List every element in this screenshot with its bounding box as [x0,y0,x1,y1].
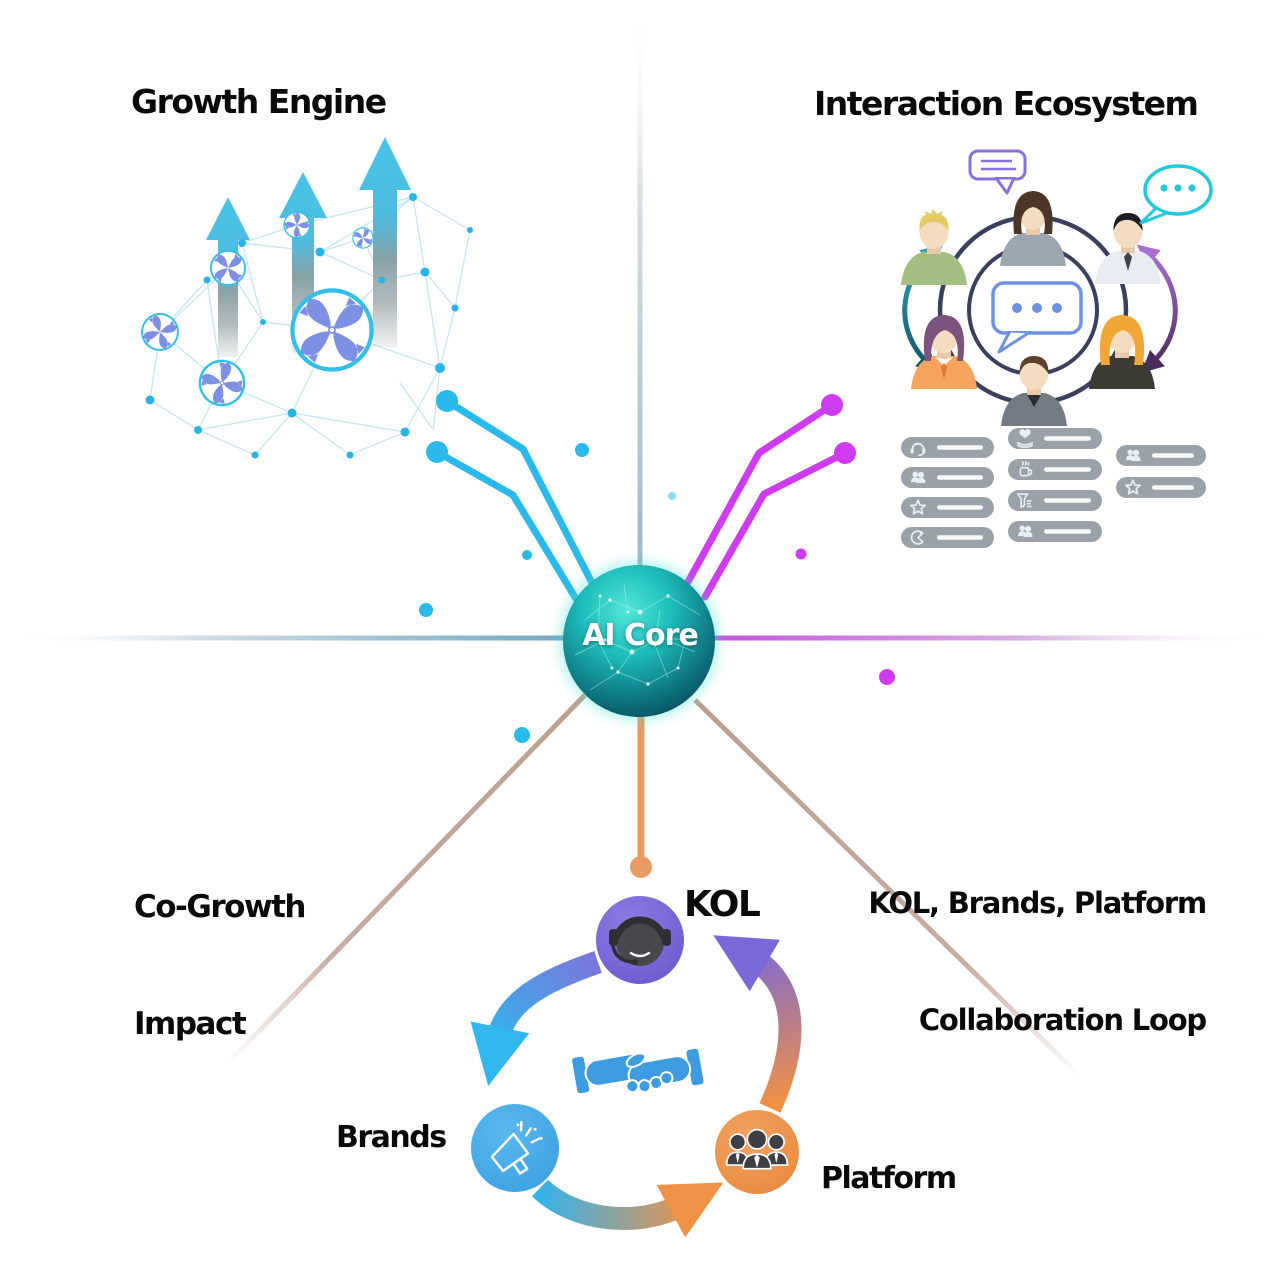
feature-pill [901,437,994,458]
megaphone-icon [490,1120,543,1175]
arc-platform-to-kol-icon [713,935,802,1113]
core-network-texture [574,584,701,691]
feature-pill [901,467,994,488]
interaction-ecosystem-graphic [901,149,1213,548]
growth-engine-graphic [136,137,473,459]
center-chat-bubble-icon [991,281,1083,354]
arc-brands-to-platform-icon [531,1179,724,1238]
feature-pill [1116,445,1206,466]
collaboration-cycle-graphic [470,896,802,1238]
co-growth-connector-line [226,693,587,1065]
ai-core-label: AI Core [582,618,699,653]
collaboration-line2: Collaboration Loop [918,1003,1207,1037]
pinwheel-icon [349,224,377,252]
core-circuit-dots-magenta [795,394,895,685]
interaction-ecosystem-title: Interaction Ecosystem [814,84,1199,123]
feature-pill [901,527,994,548]
core-circuit-lines-magenta [684,401,849,601]
pinwheel-icon [210,250,246,286]
platform-label: Platform [821,1161,957,1196]
platform-node [715,1110,799,1194]
handshake-icon [570,1046,706,1096]
chat-bubble-dots-icon [1139,164,1213,225]
quadrant-divider-lines [0,2,1280,1078]
pinwheel-icon [136,308,184,356]
brands-label: Brands [336,1120,447,1155]
feature-pill [1008,521,1102,542]
kol-connector [630,698,652,878]
feature-pill [1008,459,1102,480]
feature-pill-list [901,428,1206,548]
avatar-orange-hair-woman [1089,315,1155,389]
avatar-jacket-man [1001,356,1067,426]
team-icon [725,1128,789,1170]
chat-bubble-lines-icon [968,149,1027,195]
headset-person-icon [609,916,671,966]
core-circuit-lines-cyan [433,397,611,629]
pinwheel-icon [190,351,254,415]
avatar-tie-man [1095,213,1161,284]
growth-engine-title: Growth Engine [131,82,387,121]
co-growth-line2: Impact [134,1006,247,1042]
arc-kol-to-brands-icon [470,951,602,1086]
avatar-blonde-man [901,209,967,285]
feature-pill [1008,428,1102,449]
kol-label: KOL [684,884,761,925]
feature-pill [1116,477,1206,498]
collab-connector-line [693,698,1082,1078]
growth-arrow-icon [359,137,411,347]
cycle-arrow-right-icon [1136,244,1178,373]
co-growth-title: Co-Growth Impact [134,810,306,1083]
co-growth-line1: Co-Growth [134,889,306,925]
brands-node [471,1104,559,1192]
pinwheel-icon [292,290,371,369]
ai-core-sphere [559,561,719,721]
feature-pill [901,497,994,518]
feature-pill [1008,490,1102,511]
network-nodes [145,193,473,459]
avatar-bob-woman [1000,191,1066,266]
core-circuit-dots-cyan [419,390,676,743]
collaboration-title: KOL, Brands, Platform Collaboration Loop [868,806,1207,1079]
avatar-purple-hair-woman [911,315,977,389]
collaboration-line1: KOL, Brands, Platform [868,886,1207,920]
